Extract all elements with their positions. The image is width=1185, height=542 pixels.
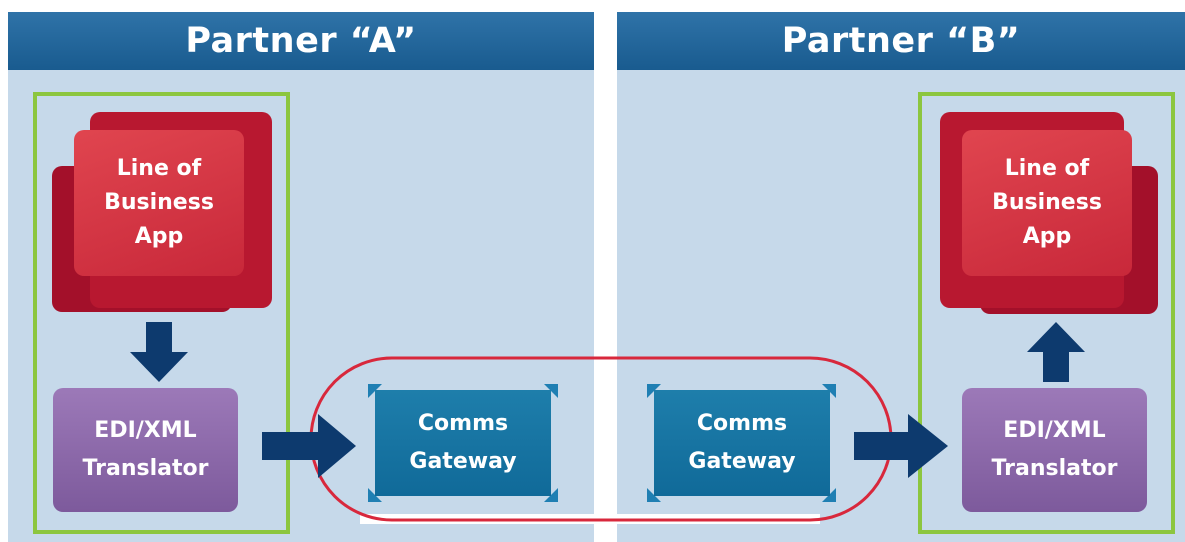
gateway-line-1: Comms: [696, 411, 788, 436]
right-arrow-icon: [854, 414, 948, 478]
lob-line-1: Line of: [1004, 156, 1090, 181]
gateway-line-2: Gateway: [688, 449, 796, 474]
partner-b-header: Partner “B”: [617, 12, 1185, 70]
lob-line-3: App: [134, 224, 184, 249]
partner-b-edi-xml-translator: EDI/XML Translator: [962, 388, 1147, 512]
down-arrow-icon: [130, 322, 188, 382]
lob-line-3: App: [1022, 224, 1072, 249]
partner-b-internal-system-box: [918, 92, 1175, 534]
gateway-line-1: Comms: [417, 411, 509, 436]
corner-icon: [544, 384, 558, 398]
lob-line-2: Business: [992, 190, 1102, 215]
partner-b-lob-app: Line of Business App: [962, 130, 1132, 276]
translator-line-2: Translator: [991, 456, 1118, 481]
lob-line-2: Business: [104, 190, 214, 215]
translator-line-1: EDI/XML: [1003, 418, 1106, 443]
partner-a-header: Partner “A”: [8, 12, 594, 70]
corner-icon: [544, 488, 558, 502]
partner-a-comms-gateway: Comms Gateway: [375, 390, 551, 496]
gateway-line-2: Gateway: [409, 449, 517, 474]
partner-b-comms-gateway: Comms Gateway: [654, 390, 830, 496]
partner-a-edi-xml-translator: EDI/XML Translator: [53, 388, 238, 512]
lob-line-1: Line of: [116, 156, 202, 181]
partner-a-internal-system-box: [33, 92, 290, 534]
up-arrow-icon: [1027, 322, 1085, 382]
right-arrow-icon: [262, 414, 356, 478]
translator-line-2: Translator: [82, 456, 209, 481]
translator-line-1: EDI/XML: [94, 418, 197, 443]
partner-a-lob-app: Line of Business App: [74, 130, 244, 276]
